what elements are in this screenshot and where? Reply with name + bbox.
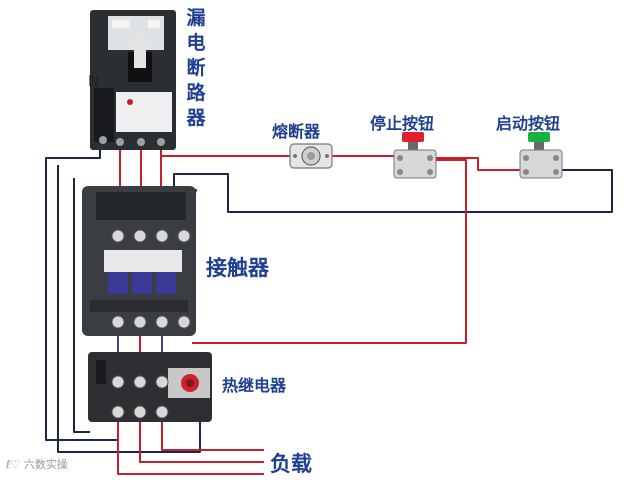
- fuse-icon: [289, 143, 333, 169]
- stop-button-label: 停止按钮: [370, 114, 435, 133]
- start-button-icon: [519, 132, 563, 179]
- breaker-label-char: 路: [186, 82, 206, 104]
- breaker-label: 漏 电 断 路 器: [183, 6, 209, 131]
- breaker-label-char: 器: [186, 107, 206, 129]
- breaker-label-char: 电: [186, 32, 206, 54]
- contactor-label: 接触器: [206, 256, 269, 280]
- thermal-relay-label: 热继电器: [222, 376, 287, 395]
- phase-wire-outer-left: [57, 165, 201, 453]
- neutral-label: N: [88, 72, 100, 90]
- thermal-relay-icon: [88, 352, 212, 422]
- contactor-icon: [82, 186, 196, 336]
- phase-wire-left: [73, 178, 90, 433]
- load-wire-3: [161, 420, 264, 451]
- stop-to-start-wire: [432, 157, 522, 171]
- circuit-breaker-icon: [90, 10, 176, 150]
- breaker-label-char: 漏: [186, 7, 206, 29]
- breaker-label-char: 断: [186, 57, 206, 79]
- start-button-label: 启动按钮: [496, 114, 561, 133]
- load-wire-2: [139, 420, 264, 463]
- load-wire-1: [117, 420, 264, 475]
- stop-button-icon: [393, 132, 437, 179]
- holding-wire: [192, 159, 467, 344]
- load-label: 负载: [270, 452, 312, 476]
- fuse-label: 熔断器: [272, 122, 321, 141]
- watermark: ℓ♡ 六数实操: [6, 458, 68, 471]
- start-return-wire: [173, 169, 613, 224]
